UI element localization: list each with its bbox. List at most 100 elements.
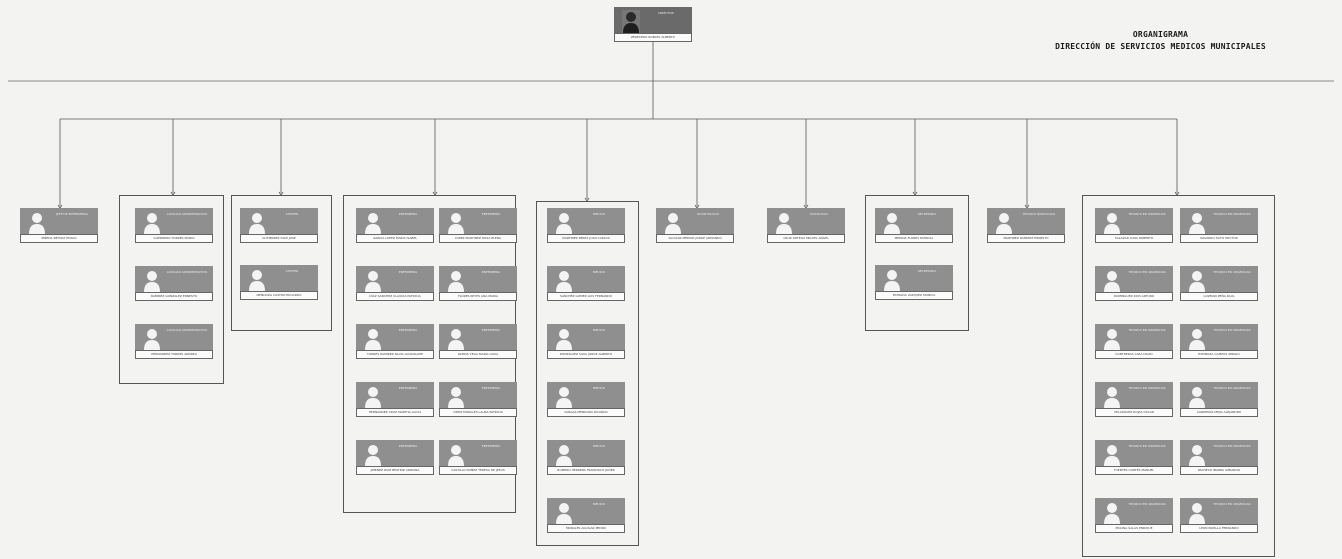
- member-position: AUXILIAR ADMINISTRATIVO: [166, 212, 208, 216]
- person-silhouette-icon: [447, 269, 465, 292]
- member-card: TECNICO EN URGENCIAS DOMINGUEZ RIOS ARTUR…: [1095, 266, 1173, 301]
- person-silhouette-icon: [775, 211, 793, 234]
- person-silhouette-icon: [883, 211, 901, 234]
- member-name: HERNANDEZ TORRES ANDREA: [135, 350, 213, 359]
- member-name: ZERECERO ROBLES ALBERTO: [614, 33, 692, 42]
- member-position: TECNICO EN URGENCIAS: [1128, 270, 1166, 274]
- card-photo-area: MEDICO: [547, 208, 625, 234]
- member-position: TECNICO EN URGENCIAS: [1213, 328, 1251, 332]
- card-photo-area: ENFERMERA: [439, 440, 517, 466]
- member-position: TECNICO EN URGENCIAS: [1128, 502, 1166, 506]
- member-position: ENFERMERA: [398, 386, 418, 390]
- member-position: ENFERMERA: [398, 328, 418, 332]
- member-position: TECNICO EN URGENCIAS: [1213, 212, 1251, 216]
- chart-subtitle: DIRECCIÓN DE SERVICIOS MEDICOS MUNICIPAL…: [1055, 42, 1266, 51]
- member-position: TECNICO EN URGENCIAS: [1128, 212, 1166, 216]
- card-photo-area: ENFERMERA: [356, 382, 434, 408]
- person-silhouette-icon: [1188, 327, 1206, 350]
- member-position: MEDICO: [592, 386, 606, 390]
- member-position: MEDICO: [592, 270, 606, 274]
- member-position: MEDICO: [592, 444, 606, 448]
- member-position: JEFE DE ENFERMERIA: [56, 212, 88, 216]
- member-name: AGUILAR MEDINA JORGE ARMANDO: [656, 234, 734, 243]
- member-card: TECNICO EN URGENCIAS GUZMAN PEÑA RAUL: [1180, 266, 1258, 301]
- member-name: CASTILLO NUÑEZ TERESA DE JESUS: [439, 466, 517, 475]
- person-silhouette-icon: [555, 211, 573, 234]
- member-name: HERNANDEZ CRUZ MARTHA ALICIA: [356, 408, 434, 417]
- person-silhouette-icon: [883, 268, 901, 291]
- card-photo-area: TECNICO EN URGENCIAS: [1180, 440, 1258, 466]
- person-silhouette-icon: [248, 268, 266, 291]
- person-silhouette-icon: [28, 211, 46, 234]
- member-position: ENFERMERA: [398, 212, 418, 216]
- department-group: [865, 195, 969, 331]
- person-silhouette-icon: [1188, 385, 1206, 408]
- member-name: NAVARRO SOTO HECTOR: [1180, 234, 1258, 243]
- member-card: AUXILIAR ADMINISTRATIVO GUERRERO TORRES M…: [135, 208, 213, 243]
- department-group: [1082, 195, 1275, 557]
- card-photo-area: TECNICO EN URGENCIAS: [1095, 208, 1173, 234]
- member-name: PIÑEDA REYNAT EMILIO: [20, 234, 98, 243]
- member-position: ENFERMERA: [481, 270, 501, 274]
- person-silhouette-icon: [555, 443, 573, 466]
- person-silhouette-icon: [555, 269, 573, 292]
- member-name: ESPINOZA CAMPOS SERGIO: [1180, 350, 1258, 359]
- member-name: FUENTES CORTES MANUEL: [1095, 466, 1173, 475]
- member-name: CONTRERAS LARA DAVID: [1095, 350, 1173, 359]
- member-card: TECNICO EN URGENCIAS NAVARRO SOTO HECTOR: [1180, 208, 1258, 243]
- member-name: DOMINGUEZ RIOS ARTURO: [1095, 292, 1173, 301]
- card-photo-area: CHOFER: [240, 265, 318, 291]
- member-name: RODRIGUEZ SILVA JORGE ALBERTO: [547, 350, 625, 359]
- member-name: MOLINA SALAS ENRIQUE: [1095, 524, 1173, 533]
- card-photo-area: ENFERMERA: [439, 324, 517, 350]
- person-silhouette-icon: [1103, 385, 1121, 408]
- member-name: LOPEZ MARTINEZ ROSA ELENA: [439, 234, 517, 243]
- department-group: [119, 195, 224, 384]
- member-position: TECNICO EN URGENCIAS: [1128, 444, 1166, 448]
- member-card: ENFERMERA CASTILLO NUÑEZ TERESA DE JESUS: [439, 440, 517, 475]
- member-position: TECNICO EN URGENCIAS: [1213, 270, 1251, 274]
- card-photo-area: TECNICO EN URGENCIAS: [1095, 382, 1173, 408]
- card-photo-area: ENFERMERA: [356, 266, 434, 292]
- person-silhouette-icon: [1188, 501, 1206, 524]
- member-name: GARCIA LOPEZ MARIA ISABEL: [356, 234, 434, 243]
- member-position: ENFERMERA: [481, 328, 501, 332]
- member-position: SECRETARIA: [917, 212, 937, 216]
- card-photo-area: CHOFER: [240, 208, 318, 234]
- person-silhouette-icon: [447, 211, 465, 234]
- member-name: GUZMAN PEÑA RAUL: [1180, 292, 1258, 301]
- director-photo: [622, 10, 640, 33]
- card-photo-area: ENFERMERA: [439, 382, 517, 408]
- card-photo-area: JEFE DE ENFERMERIA: [20, 208, 98, 234]
- person-silhouette-icon: [248, 211, 266, 234]
- member-name: GUERRERO TORRES MARIO: [135, 234, 213, 243]
- card-photo-area: MEDICO: [547, 382, 625, 408]
- card-photo-area: MEDICO: [547, 498, 625, 524]
- card-photo-area: MEDICO: [547, 324, 625, 350]
- member-name: JIMENEZ RUIZ BEATRIZ ADRIANA: [356, 466, 434, 475]
- member-name: MENDOZA CASTRO EDUARDO: [240, 291, 318, 300]
- member-position: MEDICO: [592, 502, 606, 506]
- member-position: ENFERMERA: [481, 444, 501, 448]
- person-silhouette-icon: [555, 327, 573, 350]
- person-silhouette-icon: [1188, 443, 1206, 466]
